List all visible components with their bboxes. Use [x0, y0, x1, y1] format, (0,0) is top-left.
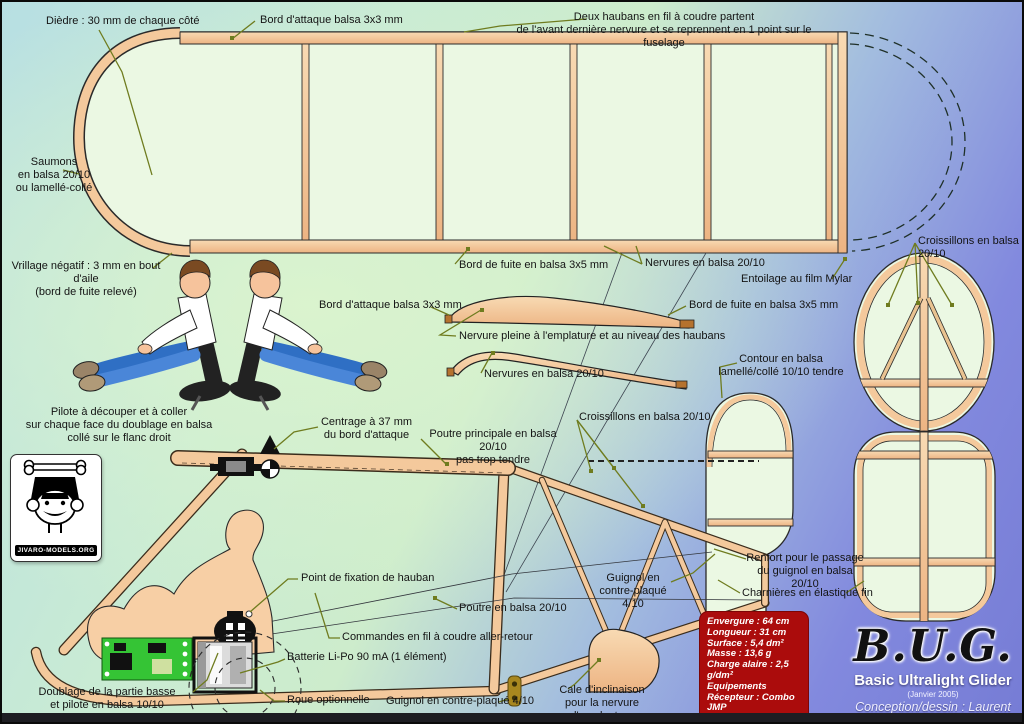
incidence-shim-part	[588, 628, 660, 693]
label-haubans: Deux haubans en fil à coudre partent de …	[516, 11, 812, 49]
hauban-fixation-point	[245, 610, 253, 618]
label-contour: Contour en balsa lamellé/collé 10/10 ten…	[718, 353, 844, 378]
label-point-fixation: Point de fixation de hauban	[301, 572, 435, 584]
leader-lines	[62, 18, 953, 703]
fuselage-side-view	[30, 435, 770, 722]
label-bord-attaque-aile: Bord d'attaque balsa 3x3 mm	[260, 14, 403, 26]
spec-longueur: Longueur : 31 cm	[707, 626, 787, 638]
label-bord-fuite-aile: Bord de fuite en balsa 3x5 mm	[459, 259, 609, 271]
spec-envergure: Envergure : 64 cm	[707, 616, 790, 627]
label-commandes: Commandes en fil à coudre aller-retour	[342, 631, 533, 643]
label-guignol-sup: Guignol en contre-plaqué 4/10	[599, 572, 667, 610]
title-block: B.U.G. Basic Ultralight Glider (Janvier …	[840, 621, 1022, 723]
fin-side-view	[588, 392, 794, 627]
label-croissillons-fuselage: Croissillons en balsa 20/10	[579, 411, 711, 423]
label-croissillons-empennage: Croissillons en balsa 20/10	[918, 235, 1019, 260]
airfoil-full-rib	[448, 295, 690, 329]
pilot-figures	[72, 259, 388, 411]
jivaro-logo-text: JIVARO-MODELS.ORG	[15, 545, 97, 556]
spec-box: Envergure : 64 cm Longueur : 31 cm Surfa…	[699, 611, 809, 722]
spec-charge: Charge alaire : 2,5 g/dm²	[707, 659, 789, 681]
label-entoilage: Entoilage au film Mylar	[741, 273, 853, 285]
wing-actuator	[210, 457, 262, 476]
label-centrage: Centrage à 37 mm du bord d'attaque	[320, 416, 413, 441]
wing-tip-dashed-outline	[849, 32, 966, 252]
label-charnieres: Charnières en élastique fin	[742, 587, 873, 599]
receiver-pcb	[101, 637, 193, 681]
label-nervures-aile: Nervures en balsa 20/10	[645, 257, 765, 269]
plan-date: (Janvier 2005)	[907, 690, 959, 699]
label-nervure-pleine: Nervure pleine à l'emplature et au nivea…	[459, 330, 726, 342]
label-saumons: Saumons en balsa 20/10 ou lamellé-collé	[15, 156, 93, 194]
spec-surface: Surface : 5,4 dm²	[707, 637, 784, 649]
spec-equipements: Equipements	[707, 680, 767, 692]
wing-ribs	[301, 31, 848, 254]
battery	[192, 636, 258, 694]
label-bord-attaque-profil: Bord d'attaque balsa 3x3 mm	[319, 299, 462, 311]
label-roue: Roue optionnelle	[287, 694, 370, 706]
jivaro-logo: JIVARO-MODELS.ORG	[10, 454, 102, 562]
jivaro-logo-art	[23, 459, 87, 533]
label-diedre: Dièdre : 30 mm de chaque côté	[46, 15, 200, 27]
label-guignol-inf: Guignol en contre-plaqué 4/10	[386, 695, 534, 707]
leader-anchor-dots	[230, 36, 954, 662]
label-batterie: Batterie Li-Po 90 mA (1 élément)	[287, 651, 447, 663]
label-nervures-profil: Nervures en balsa 20/10	[484, 368, 604, 380]
label-vrillage: Vrillage négatif : 3 mm en bout d'aile (…	[11, 260, 161, 298]
label-bord-fuite-profil: Bord de fuite en balsa 3x5 mm	[689, 299, 839, 311]
tail-surfaces	[853, 252, 996, 622]
label-renfort: Renfort pour le passage du guignol en ba…	[746, 552, 864, 590]
label-poutre-principale: Poutre principale en balsa 20/10 pas tro…	[429, 428, 557, 466]
label-pilote: Pilote à découper et à coller sur chaque…	[25, 406, 213, 444]
bottom-border-band	[2, 713, 1022, 722]
control-wires	[257, 551, 761, 637]
plan-title: B.U.G.	[853, 621, 1013, 672]
pilot-left	[72, 259, 231, 411]
wing-plan-view	[72, 27, 966, 593]
plan-subtitle: Basic Ultralight Glider	[854, 672, 1012, 689]
spec-recepteur: Récepteur : Combo JMP	[707, 691, 795, 714]
pilot-right	[229, 259, 388, 411]
label-cale: Cale d'inclinaison pour la nervure d'emp…	[559, 684, 645, 722]
control-horn-part	[507, 675, 522, 707]
spec-masse: Masse : 13,6 g	[707, 648, 772, 660]
cg-symbol	[260, 435, 280, 479]
label-poutre: Poutre en balsa 20/10	[459, 602, 567, 614]
